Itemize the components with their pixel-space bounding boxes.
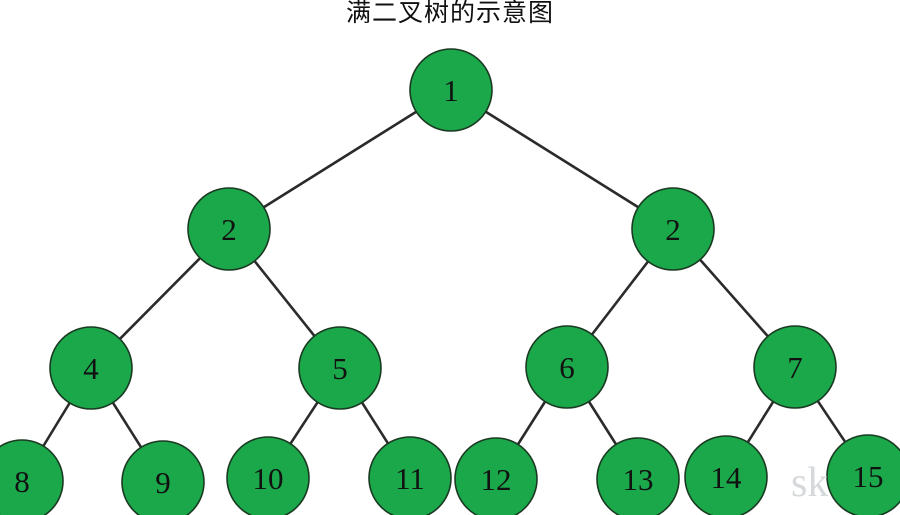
node-label: 9 xyxy=(155,465,171,500)
edge-n7-n15 xyxy=(816,400,847,443)
node-circle xyxy=(753,325,837,409)
edge-n1-n2a xyxy=(263,110,417,209)
tree-node-n8: 8 xyxy=(0,439,64,515)
edge-n5-n11 xyxy=(360,401,390,445)
node-label: 2 xyxy=(665,212,681,247)
node-label: 15 xyxy=(853,459,884,494)
tree-node-n13: 13 xyxy=(596,437,680,515)
node-label: 14 xyxy=(711,460,743,495)
node-label: 5 xyxy=(332,351,348,386)
tree-node-n6: 6 xyxy=(525,325,609,409)
node-circle xyxy=(409,48,493,132)
node-circle xyxy=(525,325,609,409)
node-label: 11 xyxy=(395,461,425,496)
node-circle xyxy=(298,326,382,410)
watermark: sk xyxy=(791,460,829,506)
edge-n4-n8 xyxy=(42,402,71,447)
node-label: 10 xyxy=(253,461,284,496)
edge-n1-n2b xyxy=(485,110,639,209)
node-circle xyxy=(368,436,452,515)
tree-edges xyxy=(42,110,847,449)
node-circle xyxy=(454,437,538,515)
node-circle xyxy=(226,436,310,515)
node-label: 1 xyxy=(443,73,459,108)
edge-n7-n14 xyxy=(746,401,775,443)
node-circle xyxy=(187,187,271,271)
edge-n4-n9 xyxy=(111,401,143,449)
node-circle xyxy=(684,435,768,515)
edge-n2b-n7 xyxy=(699,258,769,338)
node-circle xyxy=(826,434,900,515)
tree-node-n2a: 2 xyxy=(187,187,271,271)
node-label: 6 xyxy=(559,350,575,385)
tree-node-n7: 7 xyxy=(753,325,837,409)
tree-node-n15: 15 xyxy=(826,434,900,515)
edge-n2a-n4 xyxy=(118,257,202,340)
edge-n6-n12 xyxy=(516,400,547,446)
edge-n2a-n5 xyxy=(253,260,316,337)
tree-node-n12: 12 xyxy=(454,437,538,515)
node-circle xyxy=(631,187,715,271)
diagram-title: 满二叉树的示意图 xyxy=(345,0,554,27)
node-circle xyxy=(49,326,133,410)
node-circle xyxy=(0,439,64,515)
tree-node-n10: 10 xyxy=(226,436,310,515)
node-label: 2 xyxy=(221,212,237,247)
edge-n2b-n6 xyxy=(590,260,650,336)
tree-node-n11: 11 xyxy=(368,436,452,515)
node-label: 8 xyxy=(14,464,30,499)
edge-n5-n10 xyxy=(289,401,319,445)
tree-node-n14: 14 xyxy=(684,435,768,515)
tree-node-n9: 9 xyxy=(121,440,205,515)
node-circle xyxy=(121,440,205,515)
node-label: 12 xyxy=(481,462,512,497)
tree-node-n5: 5 xyxy=(298,326,382,410)
node-label: 13 xyxy=(623,462,654,497)
node-circle xyxy=(596,437,680,515)
tree-node-n4: 4 xyxy=(49,326,133,410)
node-label: 7 xyxy=(787,350,803,385)
tree-node-n1: 1 xyxy=(409,48,493,132)
edge-n6-n13 xyxy=(587,400,618,446)
tree-node-n2b: 2 xyxy=(631,187,715,271)
node-label: 4 xyxy=(83,351,99,386)
